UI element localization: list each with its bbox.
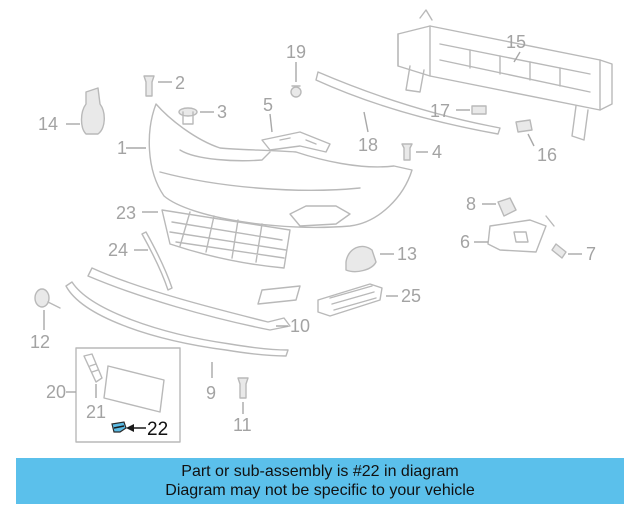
callout-8: 8: [466, 194, 476, 214]
spoiler-9-part: [65, 281, 289, 357]
parts-diagram: 15 18 19 2 3 14 5 1: [30, 9, 613, 443]
bumper-cover-part: [148, 103, 413, 229]
clip-8-part: [497, 197, 517, 217]
callout-5: 5: [263, 95, 273, 115]
bolt-16-part: [515, 119, 533, 133]
callout-1: 1: [117, 138, 127, 158]
callout-9: 9: [206, 383, 216, 403]
callout-4: 4: [432, 142, 442, 162]
callout-6: 6: [460, 232, 470, 252]
fog-grille-25-part: [317, 283, 383, 317]
callout-19: 19: [286, 42, 306, 62]
screw-17-part: [471, 105, 487, 115]
callout-20: 20: [46, 382, 66, 402]
callout-25: 25: [401, 286, 421, 306]
callout-24: 24: [108, 240, 128, 260]
cap-12-part: [34, 288, 61, 309]
callout-15: 15: [506, 32, 526, 52]
callout-13: 13: [397, 244, 417, 264]
callout-14: 14: [38, 114, 58, 134]
screw-7-part: [551, 243, 567, 259]
bracket-5-part: [261, 131, 331, 153]
absorber-strip-part: [315, 71, 501, 135]
leader-15: [513, 51, 521, 63]
screw-4-part: [401, 143, 413, 161]
banner-line-1: Part or sub-assembly is #22 in diagram: [181, 463, 459, 480]
license-plate-bracket-part: [103, 365, 165, 413]
callout-23: 23: [116, 203, 136, 223]
sensor-14-part: [80, 87, 105, 135]
callout-11: 11: [233, 415, 252, 435]
bracket-6-part: [487, 215, 555, 253]
screw-22-highlighted-part: [111, 421, 127, 433]
pin-2-part: [143, 75, 155, 97]
callout-16: 16: [537, 145, 557, 165]
callout-22: 22: [147, 419, 168, 440]
lower-grille-10-part: [87, 267, 301, 331]
callout-7: 7: [586, 244, 596, 264]
callout-17: 17: [430, 101, 450, 121]
fastener-11-part: [237, 377, 249, 399]
trim-strip-24-part: [141, 231, 173, 291]
callout-18: 18: [358, 135, 378, 155]
bracket-21-part: [83, 353, 103, 383]
callout-12: 12: [30, 332, 50, 352]
callout-10: 10: [290, 316, 310, 336]
callout-21: 21: [86, 402, 106, 422]
leader-16: [527, 133, 535, 147]
clip-19-part: [290, 85, 302, 98]
leader-5: [269, 113, 273, 133]
info-banner: Part or sub-assembly is #22 in diagram D…: [16, 458, 624, 504]
leader-18: [363, 111, 369, 133]
grille-23-part: [161, 209, 291, 269]
callout-2: 2: [175, 73, 185, 93]
clip-3-part: [178, 107, 198, 125]
callout-3: 3: [217, 102, 227, 122]
arrowhead-22: [126, 424, 134, 432]
cap-13-part: [345, 245, 377, 273]
assembly-20-box: [75, 347, 181, 443]
banner-line-2: Diagram may not be specific to your vehi…: [165, 482, 475, 499]
